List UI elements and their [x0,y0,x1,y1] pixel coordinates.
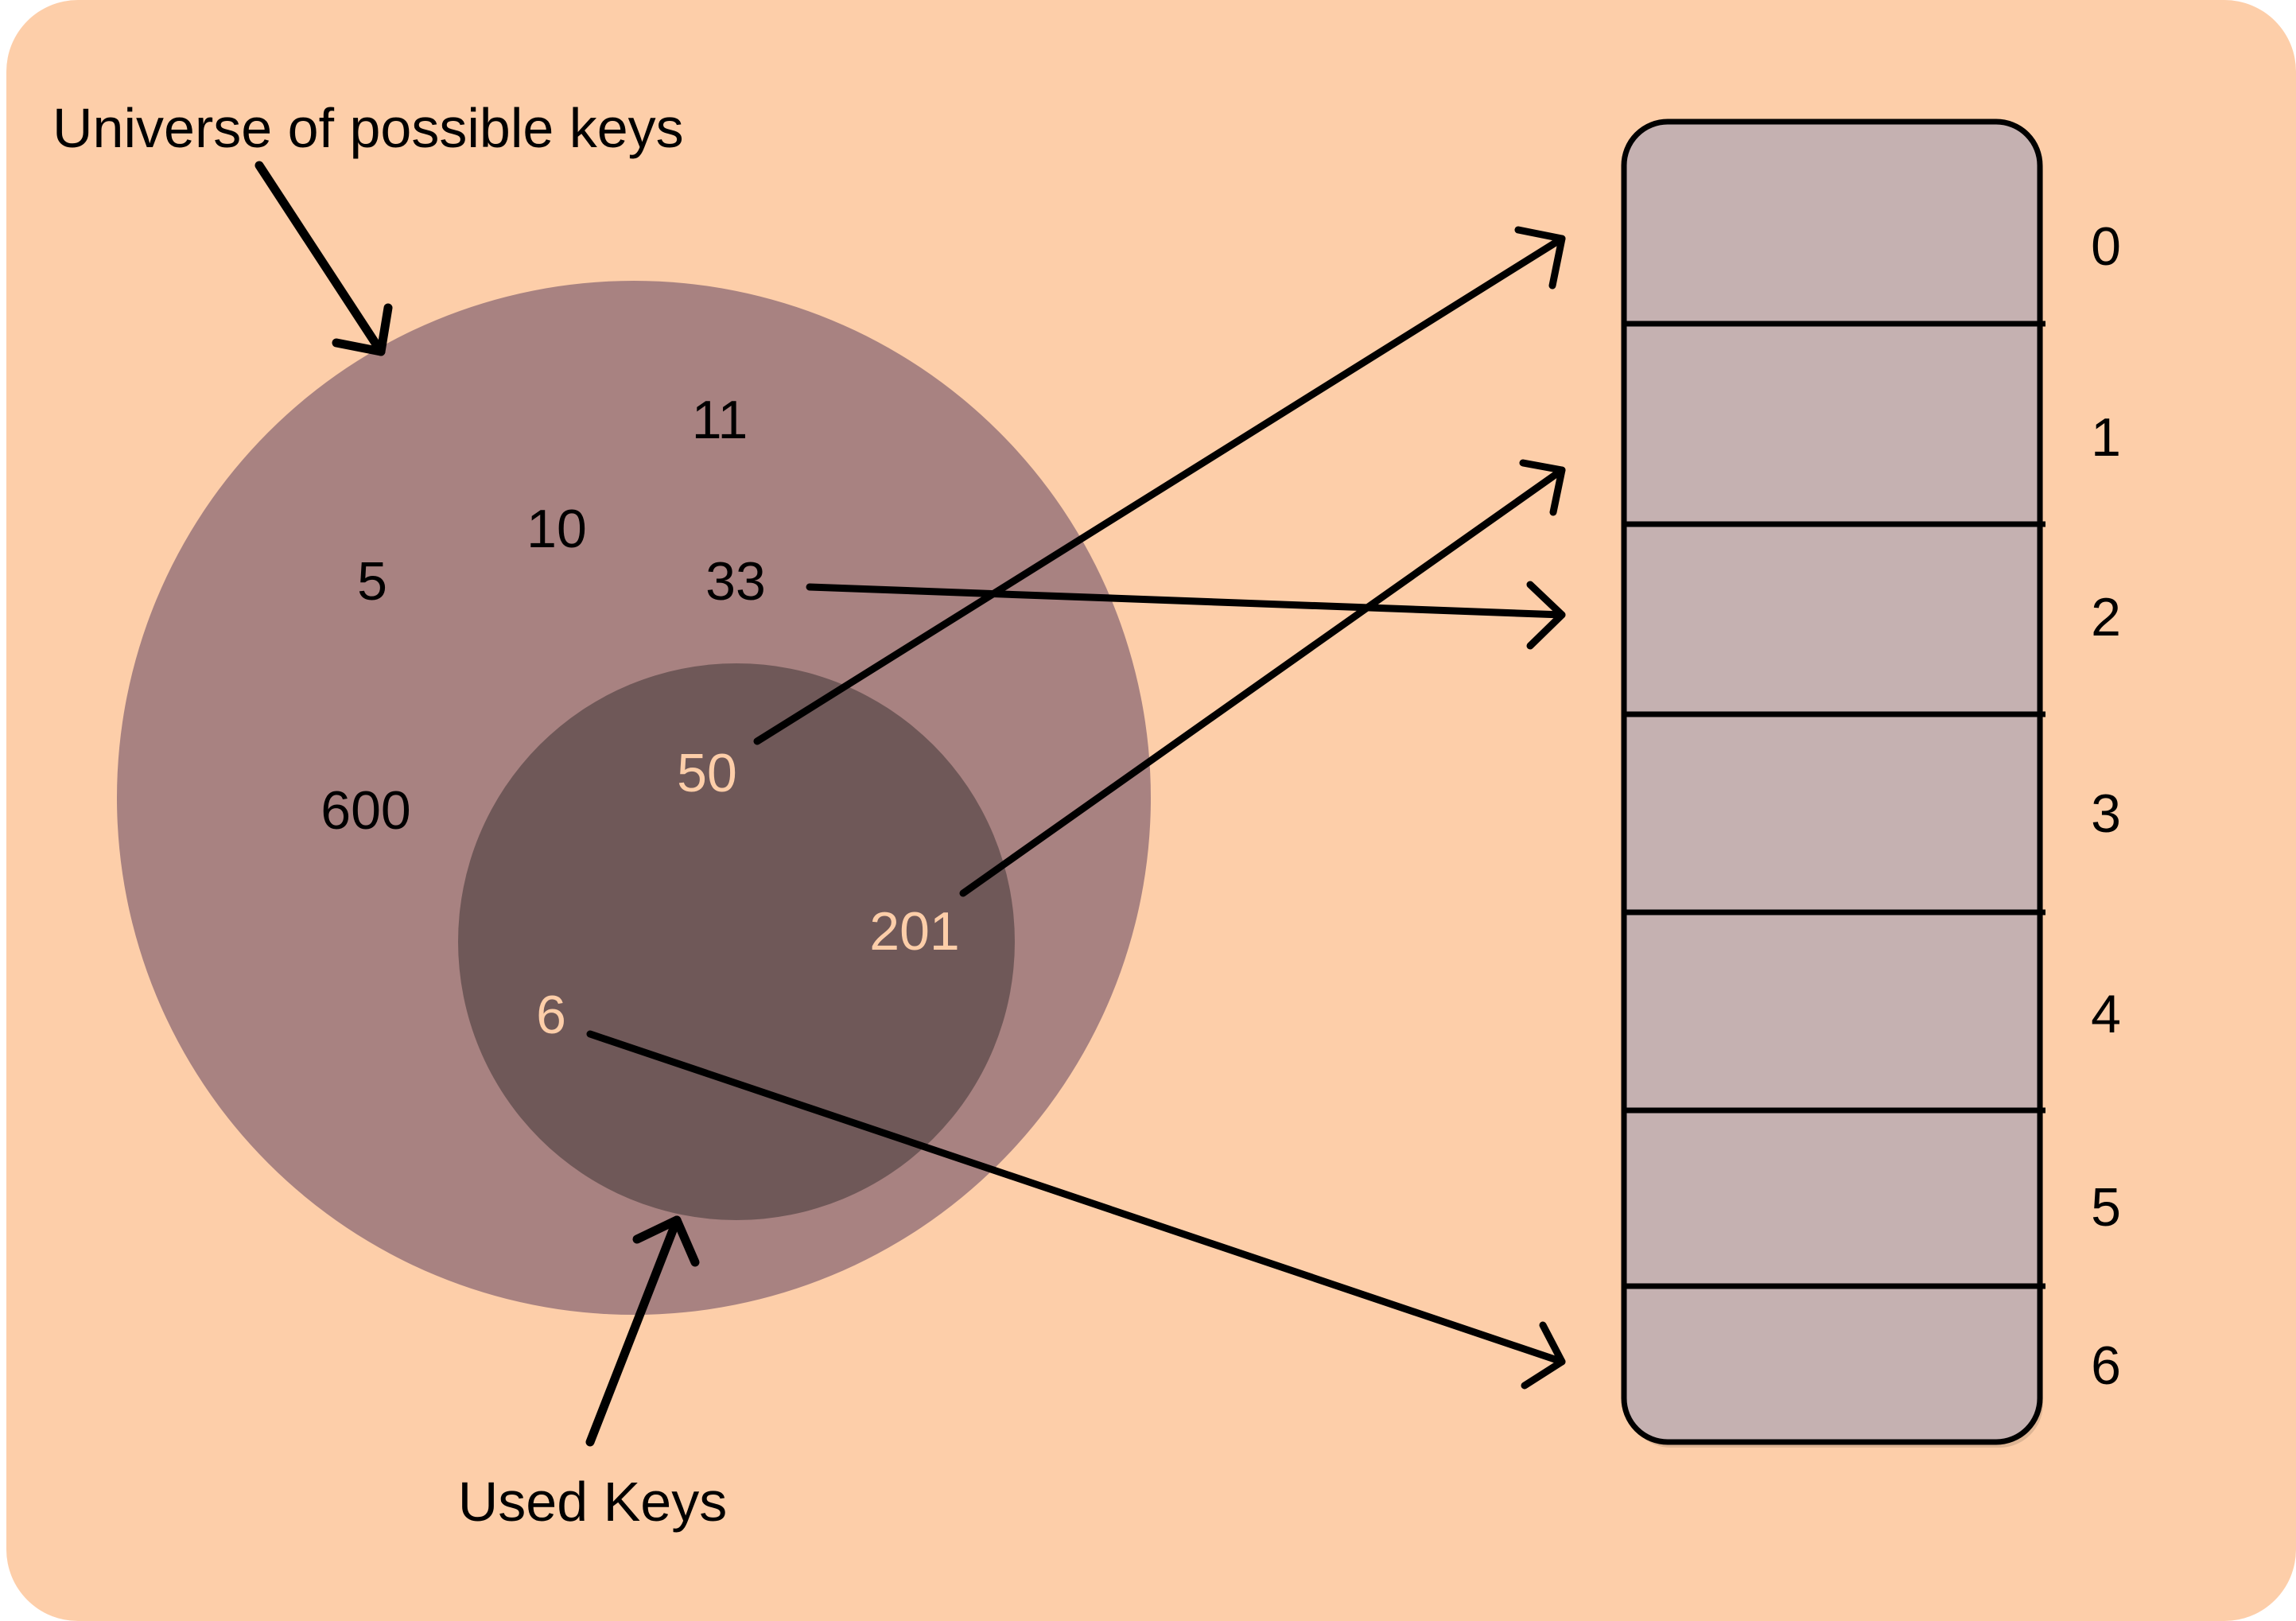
universe-key-33: 33 [705,551,766,612]
hash-table: 0 1 2 3 4 5 6 [1621,119,2121,1448]
universe-key-600: 600 [321,780,410,841]
universe-pointer-arrow [254,161,393,356]
arrowhead-icon [1519,459,1566,516]
arrowhead-icon [332,303,393,356]
universe-label: Universe of possible keys [52,97,684,159]
universe-key-11: 11 [692,390,748,450]
slot-index-label: 0 [2091,216,2121,277]
arrowhead-icon [1514,226,1566,290]
used-keys-circle [458,663,1015,1220]
mapping-arrow-33-to-slot-2 [806,581,1566,650]
arrowhead-icon [632,1215,700,1267]
slot-index-label: 3 [2091,783,2121,844]
used-key-201: 201 [869,901,959,962]
mapping-arrow-201-to-slot-1 [959,459,1566,897]
slot-index-label: 5 [2091,1177,2121,1238]
slot-index-label: 4 [2091,984,2121,1044]
arrowhead-icon [1526,581,1566,650]
universe-key-5: 5 [357,551,387,612]
used-key-50: 50 [677,743,737,803]
arrowhead-icon [1521,1321,1566,1390]
mapping-arrow-50-to-slot-0 [753,226,1566,745]
universe-key-10: 10 [526,499,587,559]
mapping-arrow-6-to-slot-6 [586,1030,1566,1390]
slot-index-label: 1 [2091,407,2121,468]
used-keys-label: Used Keys [458,1471,727,1533]
used-keys-pointer-arrow [585,1215,700,1447]
slot-index-label: 6 [2091,1335,2121,1396]
used-key-6: 6 [536,985,566,1045]
slot-index-label: 2 [2091,587,2121,647]
hash-table-body [1621,119,2043,1445]
